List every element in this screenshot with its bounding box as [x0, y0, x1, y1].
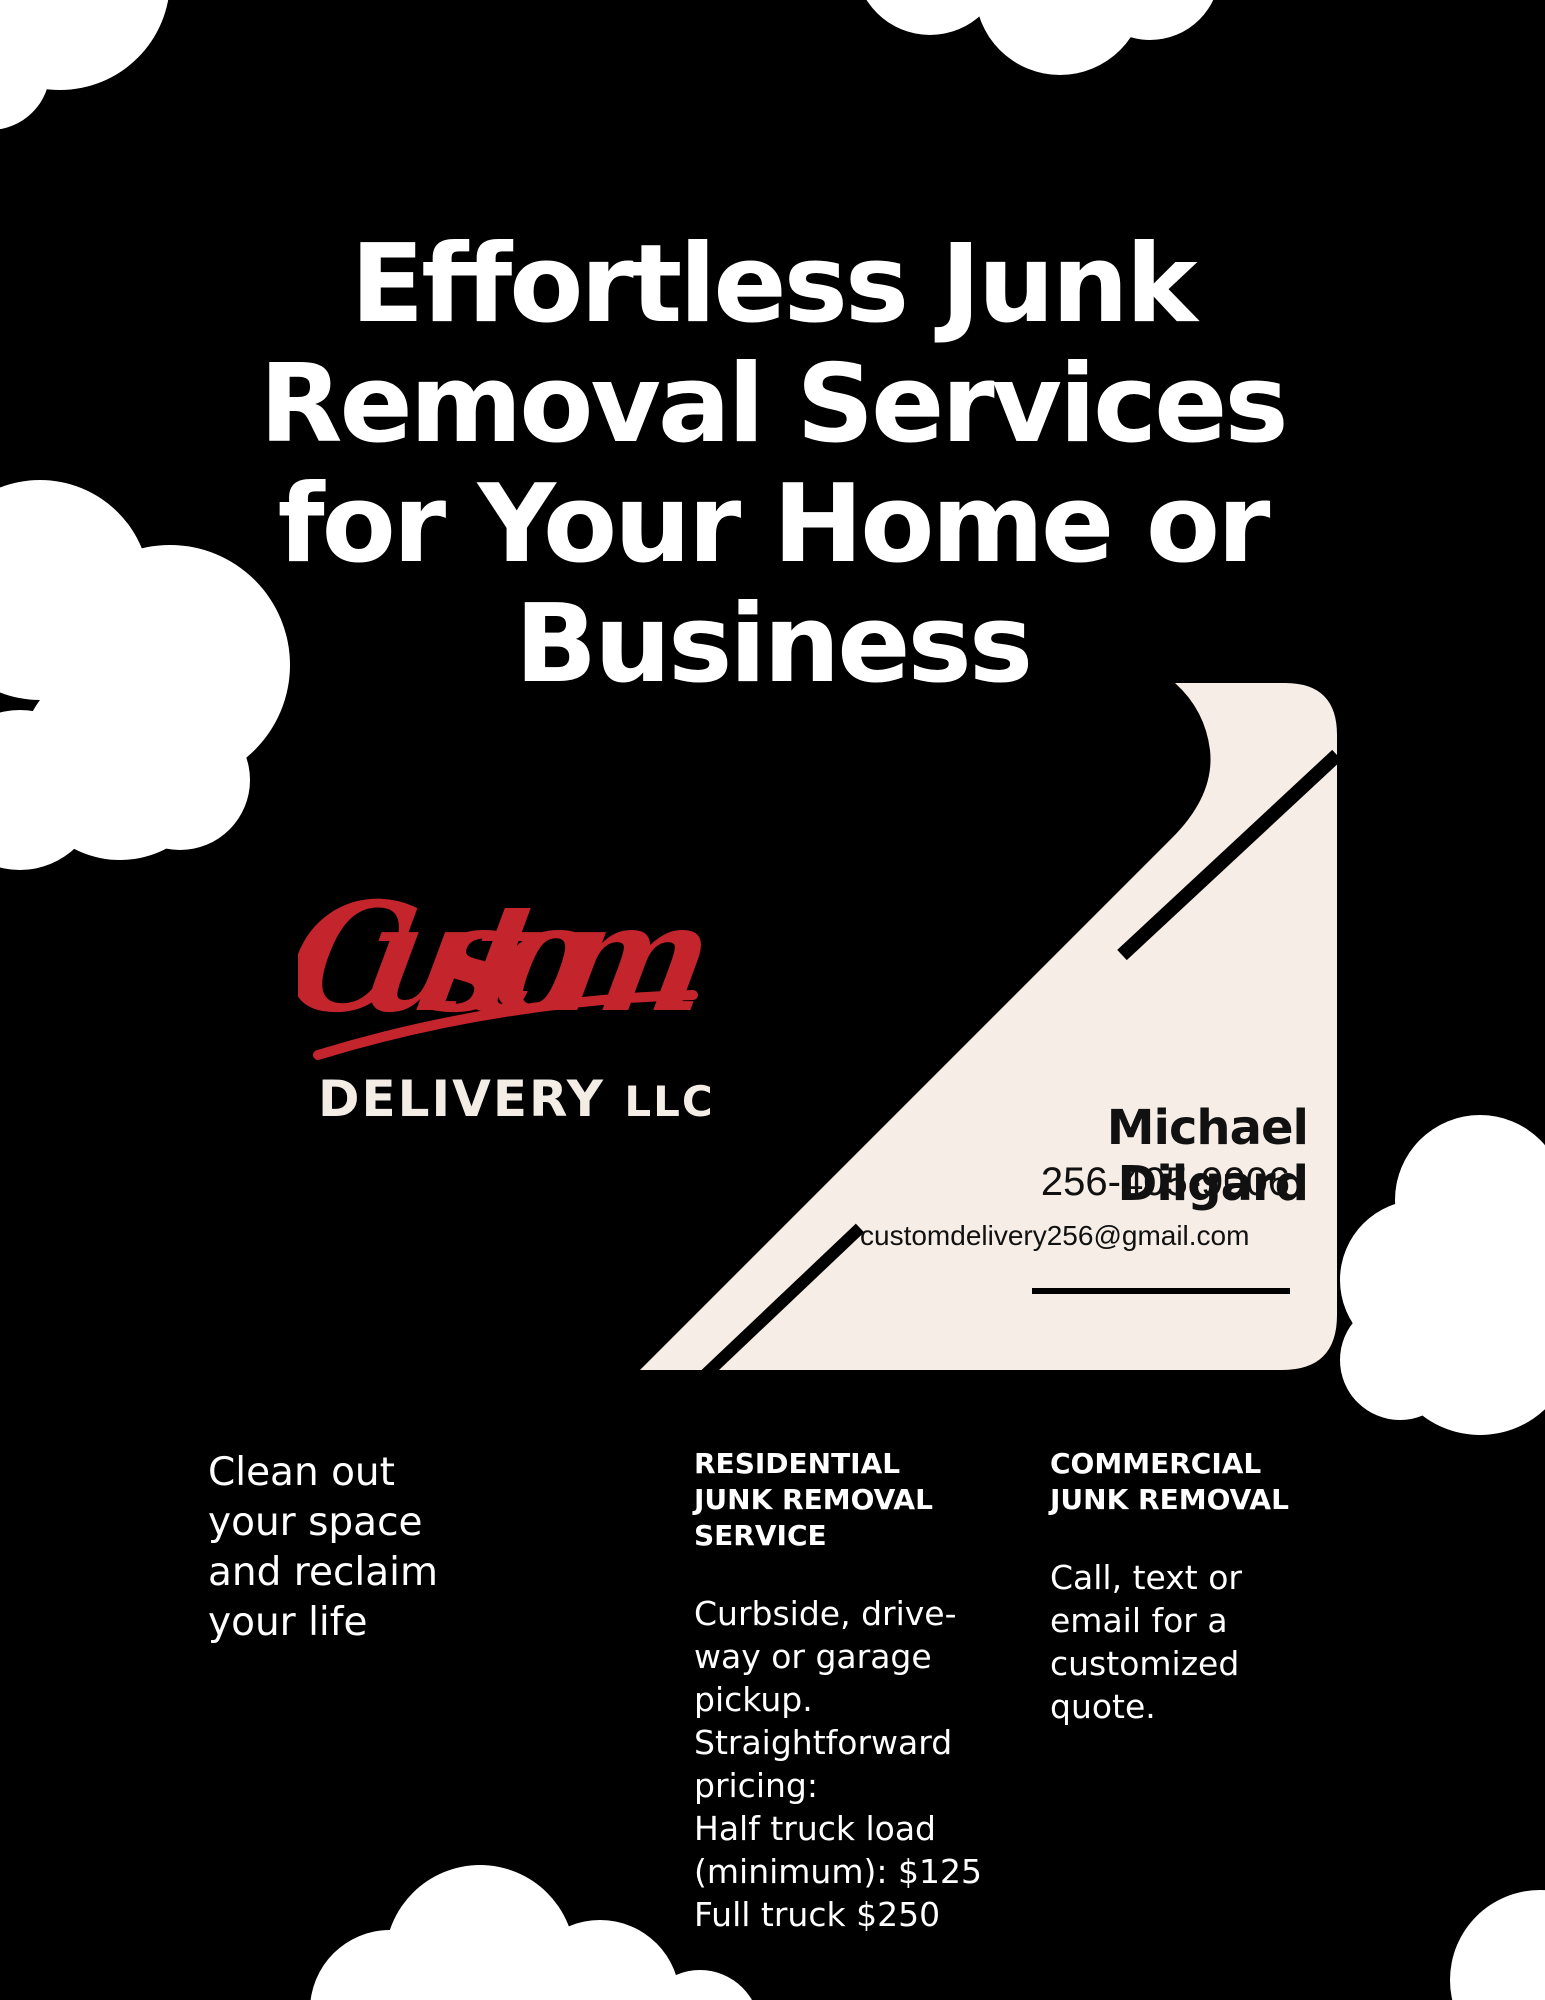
logo-sub-text: DELIVERY	[318, 1070, 605, 1128]
tagline-column: Clean out your space and reclaim your li…	[208, 1448, 508, 1648]
headline-line-3: for Your Home or	[277, 462, 1271, 587]
commercial-column: COMMERCIAL JUNK REMOVAL Call, text or em…	[1050, 1446, 1340, 1728]
commercial-body: Call, text or email for a customized quo…	[1050, 1558, 1242, 1726]
logo-subtitle: DELIVERY LLC	[318, 1070, 715, 1128]
contact-name: Michael Dilgard	[1106, 1100, 1309, 1212]
contact-phone: 256-405-9006	[1040, 1160, 1290, 1204]
logo-sub-suffix: LLC	[624, 1077, 715, 1126]
headline: Effortless Junk Removal Services for You…	[150, 225, 1395, 705]
residential-column: RESIDENTIAL JUNK REMOVAL SERVICE Curbsid…	[694, 1446, 1004, 1936]
contact-email: customdelivery256@gmail.com	[860, 1220, 1250, 1251]
commercial-heading: COMMERCIAL JUNK REMOVAL	[1050, 1447, 1289, 1516]
logo-script-text: Custom	[298, 869, 726, 1046]
headline-line-4: Business	[514, 582, 1033, 707]
residential-body: Curbside, drive- way or garage pickup. S…	[694, 1594, 982, 1934]
tagline-text: Clean out your space and reclaim your li…	[208, 1450, 438, 1645]
headline-line-1: Effortless Junk	[350, 222, 1197, 347]
headline-line-2: Removal Services	[259, 342, 1288, 467]
residential-heading: RESIDENTIAL JUNK REMOVAL SERVICE	[694, 1447, 933, 1552]
company-logo: Custom	[298, 869, 726, 1060]
